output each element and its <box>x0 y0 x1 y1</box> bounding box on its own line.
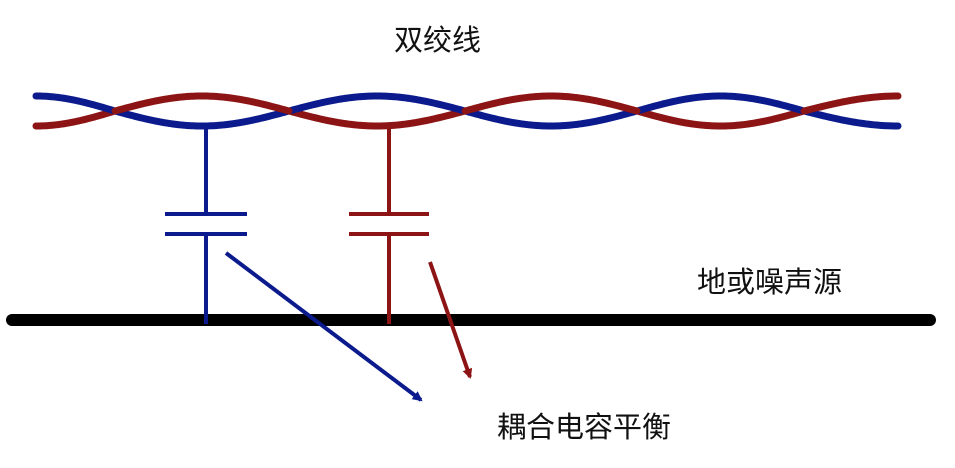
blue-wire-segment <box>111 107 293 130</box>
diagram-title: 双绞线 <box>394 23 482 57</box>
red-wire-segment <box>111 92 293 115</box>
red-coupling-arrow <box>428 261 473 379</box>
blue-wire-segment <box>633 92 808 115</box>
blue-wire-segment <box>32 92 119 115</box>
red-wire-segment <box>633 107 808 130</box>
blue-wire-segment <box>800 107 902 130</box>
red-wire-segment <box>285 107 469 130</box>
ground-label: 地或噪声源 <box>697 265 843 299</box>
blue-wire-segment <box>285 92 469 115</box>
red-wire-under-segments <box>32 107 808 130</box>
red-wire-segment <box>32 107 119 130</box>
coupling-capacitance-label: 耦合电容平衡 <box>497 410 672 444</box>
red-wire-over-segments <box>111 92 902 115</box>
blue-wire-segment <box>461 107 641 130</box>
red-wire-segment <box>800 92 902 115</box>
red-wire-segment <box>461 92 641 115</box>
blue-coupling-arrow <box>224 251 423 402</box>
blue-wire-over-segments <box>32 92 808 115</box>
blue-wire-under-segments <box>111 107 902 130</box>
